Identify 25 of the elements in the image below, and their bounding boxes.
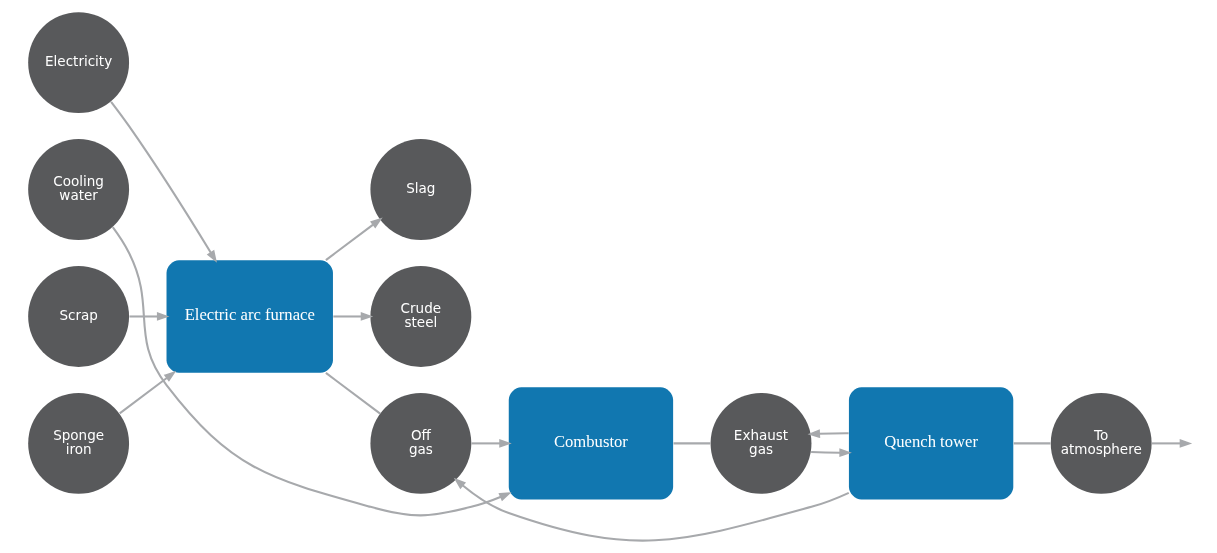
arrow [128,312,169,321]
arrow [111,226,512,517]
arrow [807,429,849,439]
connector [324,372,381,415]
arrow [453,477,849,542]
node-circle: Exhaust gas [710,392,811,494]
arrow [109,101,217,263]
arrow [1151,439,1192,448]
node-box: Quench tower [848,387,1013,500]
node-circle: To atmosphere [1050,392,1152,494]
arrow [118,370,176,415]
arrow [324,217,383,261]
node-circle: Scrap [27,266,129,367]
node-circle: Electricity [27,12,129,114]
arrow [470,439,512,448]
connector [1013,442,1050,445]
node-box: Combustor [508,387,673,500]
arrow [810,448,852,458]
node-circle: Off gas [369,392,471,494]
node-box: Electric arc furnace [166,260,333,373]
node-circle: Sponge iron [27,392,129,494]
node-circle: Cooling water [27,139,129,240]
node-circle: Crude steel [369,266,471,367]
arrow [332,312,373,321]
connector [673,442,710,445]
